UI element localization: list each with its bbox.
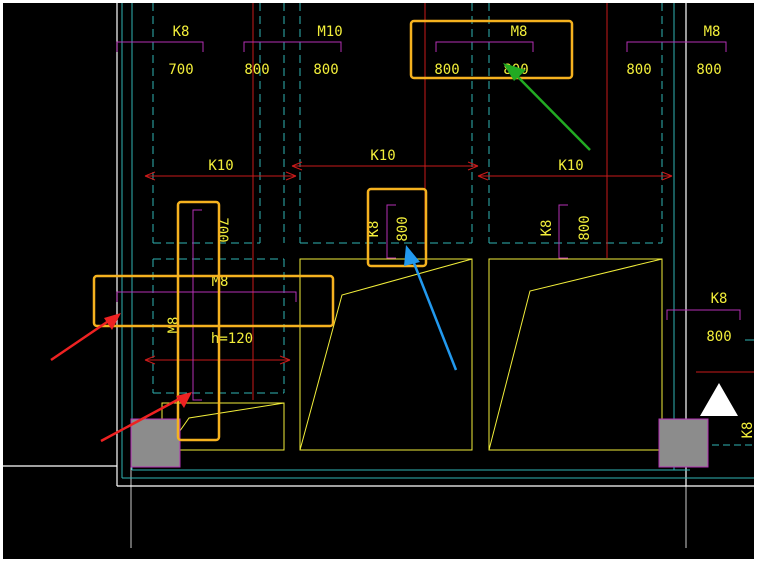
highlight-top-m8 [409, 19, 574, 80]
drawing-background [3, 3, 754, 559]
arrow-blue [404, 245, 458, 371]
label-k10-left: K10 [208, 158, 233, 174]
annotation-arrows [50, 63, 591, 443]
frame-lines [3, 3, 754, 548]
arrow-red-upper [50, 313, 121, 362]
vertical-800-mid: 800 [395, 216, 411, 241]
label-top-m8: M8 [511, 24, 528, 40]
highlight-slab-m8 [92, 274, 335, 328]
up-triangle-icon [700, 383, 738, 416]
highlight-mid-k8 [366, 187, 428, 268]
label-top-k8: K8 [173, 24, 190, 40]
dim-800-c: 800 [434, 62, 459, 78]
arrow-red-lower [100, 392, 192, 443]
vertical-k8-mid: K8 [366, 221, 382, 238]
slab-outlines [161, 258, 663, 451]
dim-700: 700 [168, 62, 193, 78]
label-slab-thickness: h=120 [211, 331, 253, 347]
highlight-boxes [92, 19, 574, 442]
dim-800-e: 800 [626, 62, 651, 78]
dim-800-a: 800 [244, 62, 269, 78]
label-k10-right: K10 [558, 158, 583, 174]
columns [130, 418, 709, 468]
label-right-800: 800 [706, 329, 731, 345]
cyan-lines [121, 3, 754, 479]
vertical-700: 700 [214, 217, 230, 242]
dim-800-b: 800 [313, 62, 338, 78]
label-right-k8: K8 [711, 291, 728, 307]
label-k10-mid: K10 [370, 148, 395, 164]
label-top-m10: M10 [317, 24, 342, 40]
vertical-k8-right: K8 [539, 220, 555, 237]
column-right [658, 418, 709, 468]
vertical-800-right: 800 [577, 215, 593, 240]
dim-800-f: 800 [696, 62, 721, 78]
label-edge-k8: K8 [740, 422, 756, 439]
column-left [130, 418, 181, 468]
highlight-vertical-m8 [176, 200, 221, 442]
arrow-green [503, 63, 591, 151]
magenta-dimension-lines [116, 41, 741, 401]
label-top-m8-right: M8 [704, 24, 721, 40]
